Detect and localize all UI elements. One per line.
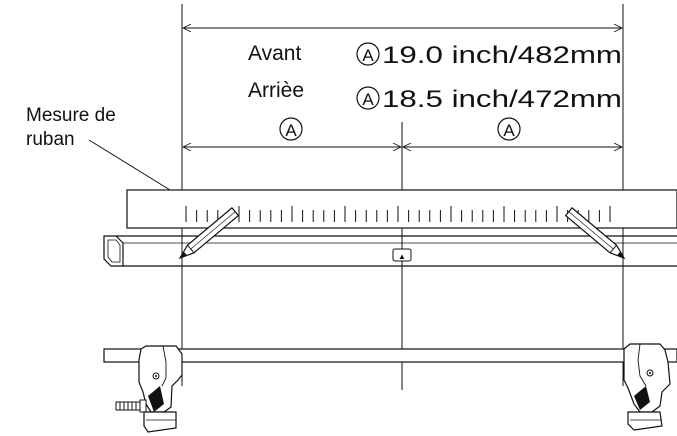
- front-marker-letter: A: [362, 46, 374, 65]
- right-half-marker-icon: A: [497, 117, 521, 141]
- tape-measure-ticks: [185, 206, 611, 222]
- right-rack-foot-icon: [623, 343, 671, 431]
- rear-crossbar: [103, 348, 677, 363]
- front-marker-icon: A: [356, 42, 380, 66]
- rear-marker-letter: A: [362, 90, 374, 109]
- left-half-marker-icon: A: [279, 117, 303, 141]
- rear-value: 18.5 inch/472mm: [382, 86, 622, 113]
- right-half-marker-letter: A: [503, 121, 515, 140]
- center-mark-icon: ▲: [392, 248, 412, 262]
- left-rack-foot-icon: [115, 345, 183, 433]
- left-pencil-icon: [178, 207, 240, 260]
- front-label: Avant: [248, 42, 301, 65]
- center-mark-glyph: ▲: [398, 252, 406, 261]
- left-half-marker-letter: A: [285, 121, 297, 140]
- front-value: 19.0 inch/482mm: [382, 42, 622, 69]
- tape-measure-label-line2: ruban: [26, 129, 75, 150]
- tape-measure-leader-line: [88, 139, 171, 191]
- tape-measure: [126, 189, 677, 229]
- right-pencil-icon: [564, 207, 626, 260]
- tape-measure-label-line1: Mesure de: [26, 105, 116, 126]
- rear-label: Arrièe: [248, 79, 304, 102]
- rear-marker-icon: A: [356, 86, 380, 110]
